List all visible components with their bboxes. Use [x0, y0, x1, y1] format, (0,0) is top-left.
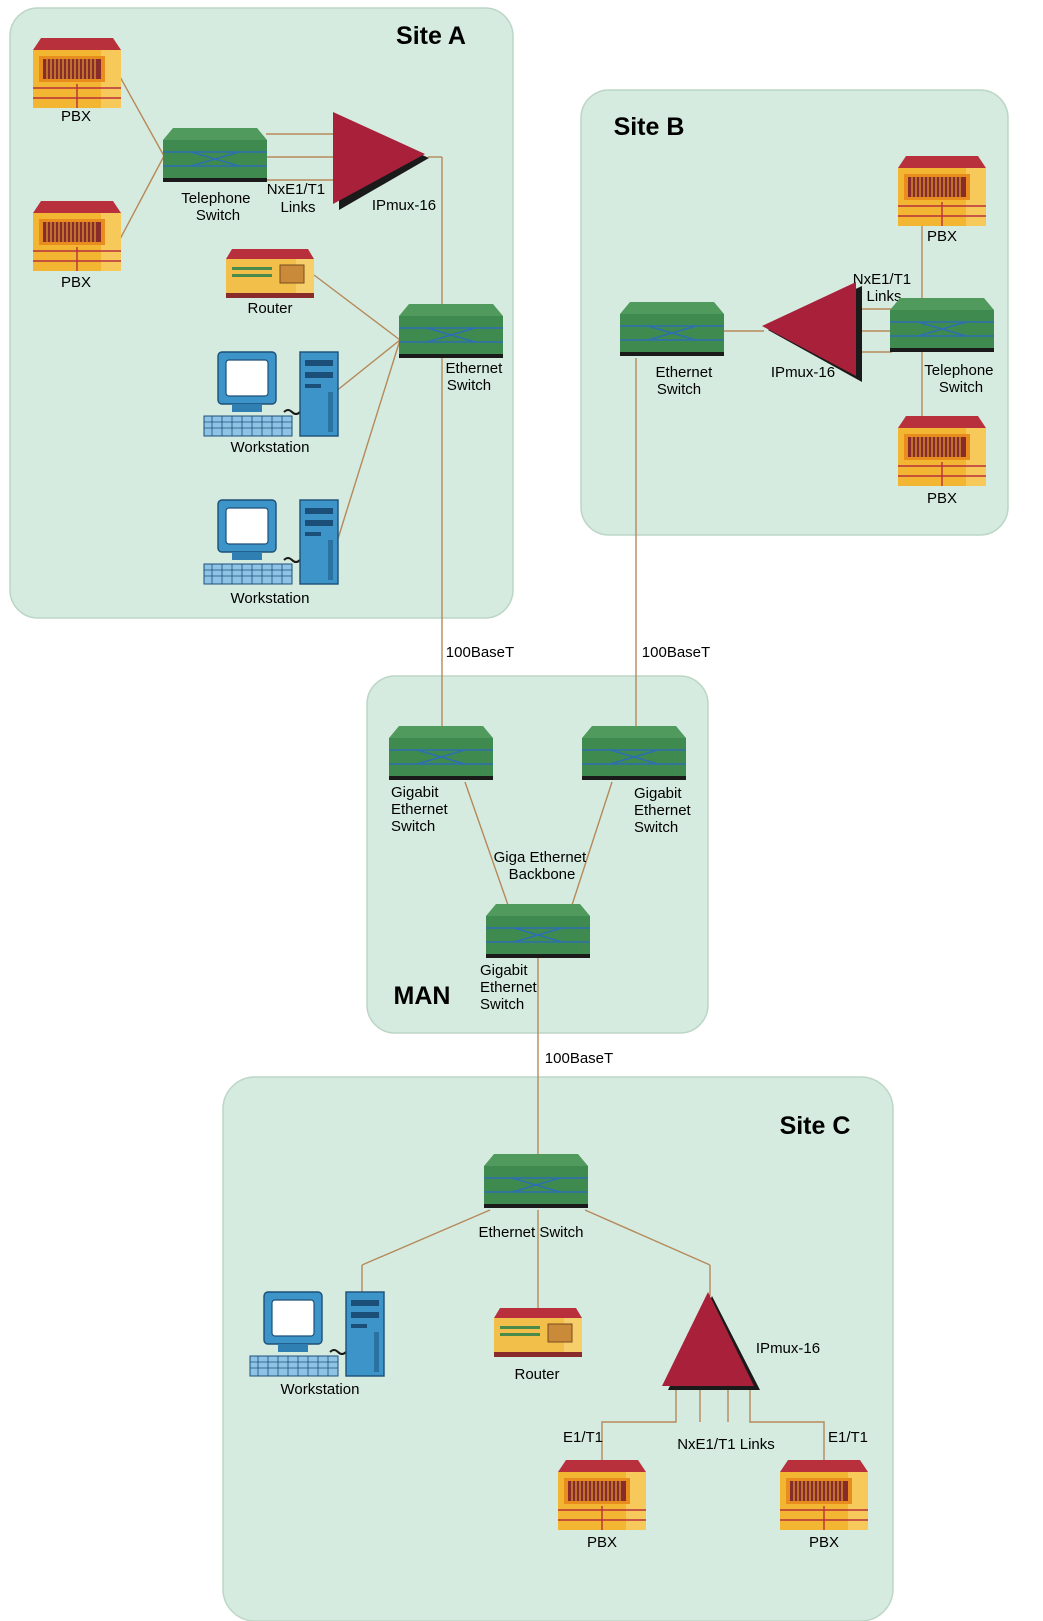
site-c-e1t1-label-left: E1/T1	[563, 1429, 603, 1446]
site-a-router-icon	[225, 248, 315, 299]
site-a-nxe1-links-label: NxE1/T1 Links	[267, 181, 330, 216]
site-a-workstation-icon-2	[203, 499, 339, 585]
man-gigabit-switch-icon-bottom	[485, 903, 591, 959]
site-a-ipmux-label: IPmux-16	[372, 197, 436, 214]
site-c-title: Site C	[780, 1112, 851, 1140]
site-a-pbx-label-1: PBX	[61, 108, 91, 125]
site-c-ethernet-switch-label: Ethernet Switch	[478, 1224, 583, 1241]
site-a-ethernet-switch-icon	[398, 303, 504, 359]
site-c-pbx-label-1: PBX	[587, 1534, 617, 1551]
site-a-workstation-label-2: Workstation	[231, 590, 310, 607]
site-a-telephone-switch-label: Telephone Switch	[181, 190, 254, 224]
site-a-pbx-label-2: PBX	[61, 274, 91, 291]
site-a-workstation-label-1: Workstation	[231, 439, 310, 456]
site-b-pbx-label-1: PBX	[927, 228, 957, 245]
man-gigabit-switch-icon-right	[581, 725, 687, 781]
site-b-pbx-icon-2	[897, 415, 987, 487]
man-gigabit-switch-label-bottom: Gigabit Ethernet Switch	[480, 962, 541, 1013]
site-a-workstation-icon-1	[203, 351, 339, 437]
site-c-e1t1-label-right: E1/T1	[828, 1429, 868, 1446]
man-title: MAN	[394, 982, 451, 1010]
site-a-ethernet-switch-label: Ethernet Switch	[446, 360, 507, 394]
site-a-router-label: Router	[247, 300, 292, 317]
site-c-ipmux-label: IPmux-16	[756, 1340, 820, 1357]
site-a-ipmux-icon	[333, 112, 429, 210]
site-b-pbx-icon-1	[897, 155, 987, 227]
site-b-ethernet-switch-icon	[619, 301, 725, 357]
site-c-pbx-icon-2	[779, 1459, 869, 1531]
site-a-telephone-switch-icon	[162, 127, 268, 183]
site-c-pbx-icon-1	[557, 1459, 647, 1531]
site-a-pbx-icon-1	[32, 37, 122, 109]
link-label-100baset-b: 100BaseT	[642, 644, 710, 661]
man-gigabit-switch-label-right: Gigabit Ethernet Switch	[634, 785, 695, 836]
site-c-pbx-label-2: PBX	[809, 1534, 839, 1551]
site-c-nxe1-links-label: NxE1/T1 Links	[677, 1436, 775, 1453]
site-b-telephone-switch-label: Telephone Switch	[924, 362, 997, 396]
site-b-nxe1-links-label: NxE1/T1 Links	[853, 271, 916, 305]
links	[118, 74, 923, 1462]
site-c-router-label: Router	[514, 1366, 559, 1383]
site-b-ethernet-switch-label: Ethernet Switch	[656, 364, 717, 398]
site-b-telephone-switch-icon	[889, 297, 995, 353]
site-c-router-icon	[493, 1307, 583, 1358]
site-c-workstation-icon	[249, 1291, 385, 1377]
site-b-ipmux-label: IPmux-16	[771, 364, 835, 381]
site-c-workstation-label: Workstation	[281, 1381, 360, 1398]
man-gigabit-switch-icon-left	[388, 725, 494, 781]
site-a-title: Site A	[396, 22, 466, 50]
site-c-ethernet-switch-icon	[483, 1153, 589, 1209]
link-label-100baset-a: 100BaseT	[446, 644, 514, 661]
man-gigabit-switch-label-left: Gigabit Ethernet Switch	[391, 784, 452, 835]
man-backbone-label: Giga Ethernet Backbone	[494, 849, 591, 883]
site-b-title: Site B	[614, 113, 685, 141]
site-b-pbx-label-2: PBX	[927, 490, 957, 507]
link-label-100baset-c: 100BaseT	[545, 1050, 613, 1067]
site-b-ipmux-icon	[762, 282, 862, 382]
site-c-ipmux-icon	[662, 1292, 760, 1390]
site-a-pbx-icon-2	[32, 200, 122, 272]
